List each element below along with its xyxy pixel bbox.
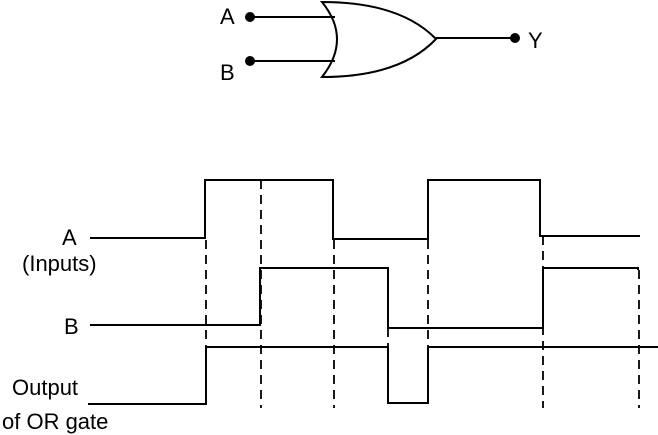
waveform-output: [88, 346, 658, 405]
gate-input-a-label: A: [220, 4, 235, 29]
input-b-terminal: [245, 56, 255, 66]
input-a-terminal: [245, 12, 255, 22]
output-y-terminal: [510, 33, 520, 43]
timing-label-of-or-gate: of OR gate: [2, 409, 109, 434]
or-gate-schematic: [250, 0, 515, 79]
or-gate-symbol: [319, 0, 438, 79]
timing-label-a: A: [62, 225, 77, 250]
timing-label-b: B: [64, 314, 79, 339]
gate-output-y-label: Y: [528, 28, 543, 53]
timing-label-output: Output: [12, 375, 79, 400]
gate-input-b-label: B: [220, 60, 235, 85]
waveform-b: [90, 267, 639, 329]
waveform-a: [90, 179, 640, 240]
timing-label-inputs: (Inputs): [22, 251, 97, 276]
